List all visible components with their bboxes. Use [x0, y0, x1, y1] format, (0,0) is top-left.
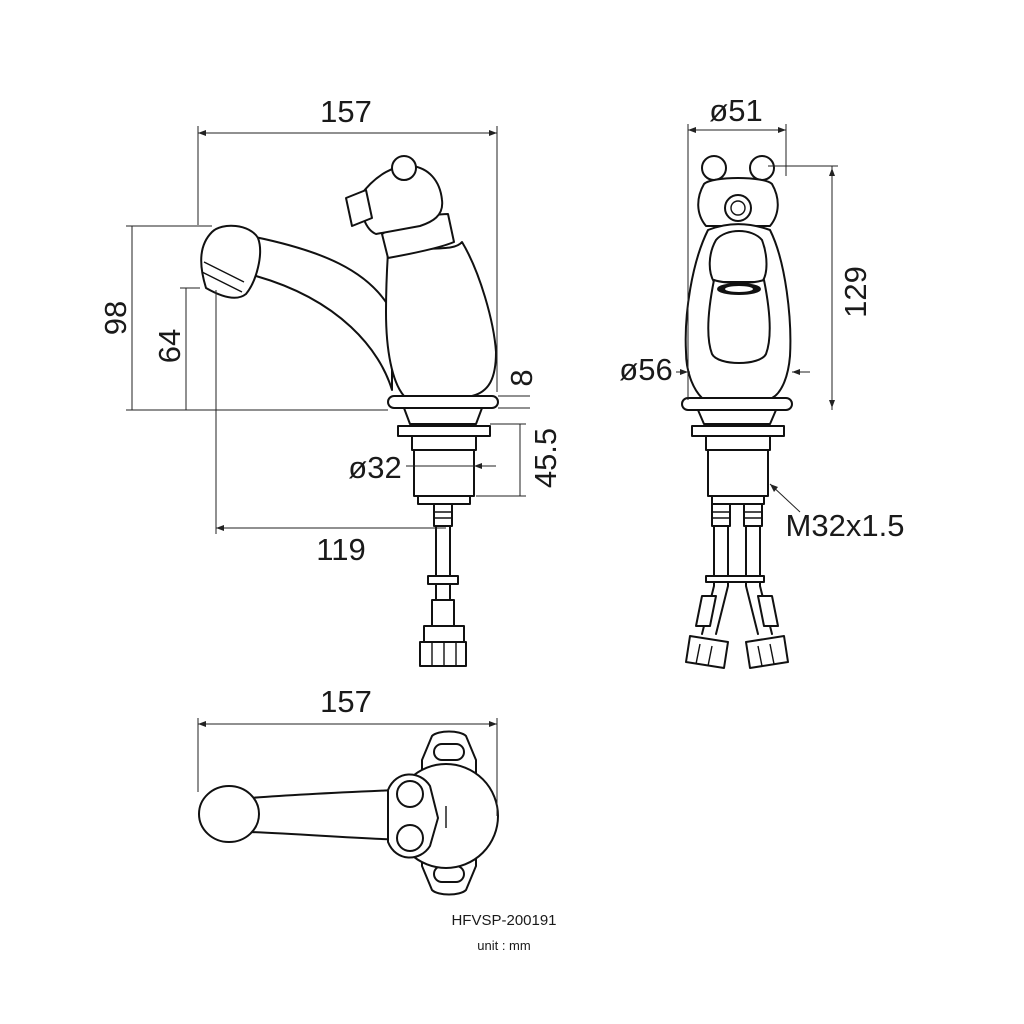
dim-spout-reach: 119	[316, 532, 365, 567]
unit-note: unit : mm	[477, 938, 531, 953]
model-code: HFVSP-200191	[451, 912, 557, 929]
dim-front-height: 129	[838, 266, 873, 318]
side-dimensions	[126, 126, 530, 534]
top-view	[198, 730, 499, 896]
dim-side-length: 157	[320, 94, 372, 129]
dim-handle-width: ø51	[709, 93, 762, 128]
dim-thread-spec: M32x1.5	[786, 508, 905, 543]
dim-base-diameter: ø56	[619, 352, 672, 387]
front-dimensions	[676, 124, 838, 513]
side-view	[200, 155, 499, 667]
front-view	[681, 155, 793, 669]
top-dimensions	[197, 718, 498, 816]
dim-side-height: 98	[98, 301, 133, 335]
dim-thread-length: 45.5	[528, 428, 563, 488]
dim-base-thickness: 8	[504, 369, 539, 386]
dim-shank-diameter: ø32	[348, 450, 401, 485]
dim-top-length: 157	[320, 684, 372, 719]
dim-spout-height: 64	[152, 329, 187, 363]
